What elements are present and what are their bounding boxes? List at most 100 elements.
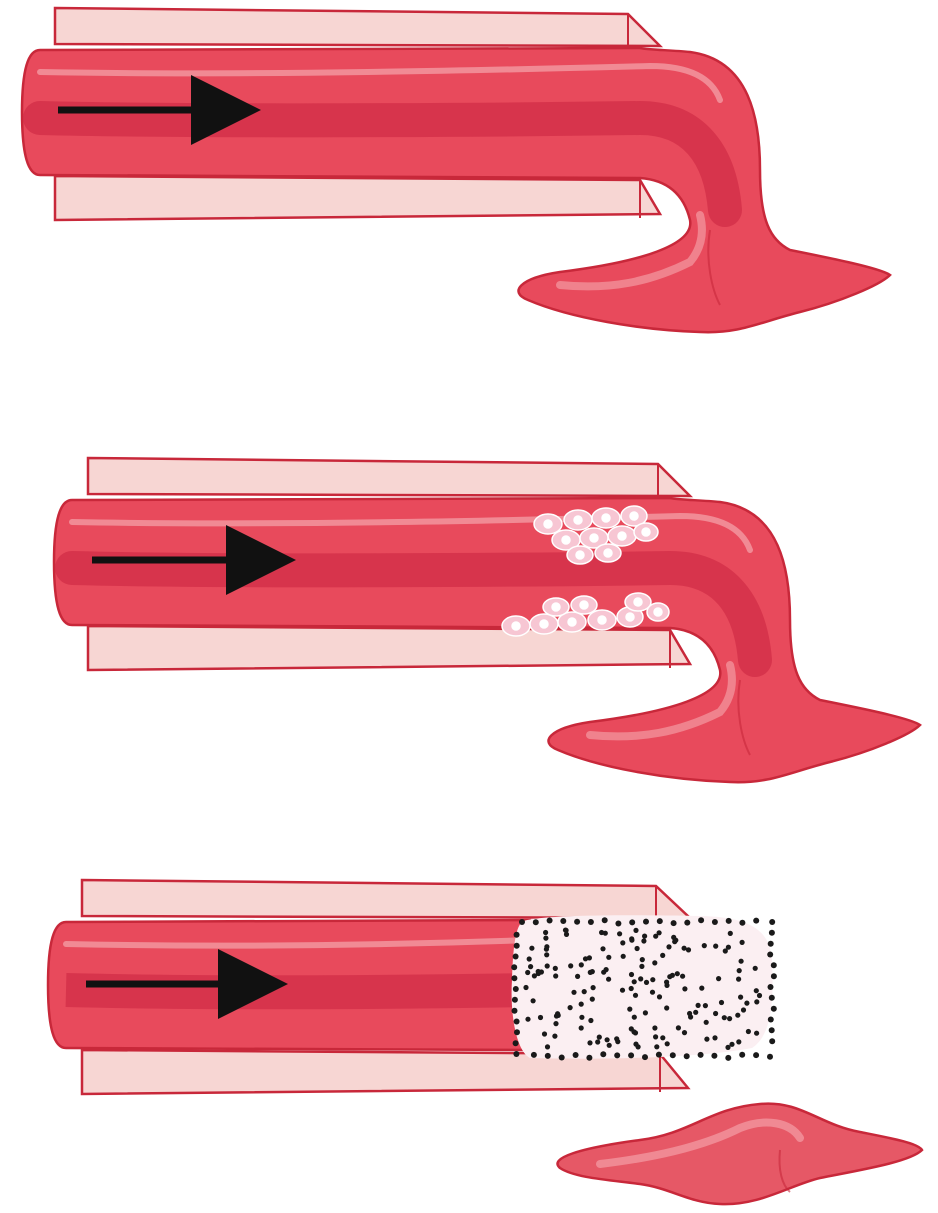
embolus-dot (684, 1053, 690, 1059)
embolus-dot (738, 995, 743, 1000)
embolus-dot (573, 1052, 579, 1058)
embolus-dot (687, 1011, 692, 1016)
embolus-dot (670, 973, 675, 978)
embolus-dot (671, 935, 676, 940)
embolus-dot (633, 928, 638, 933)
embolus-dot (568, 963, 573, 968)
embolus-dot (657, 994, 662, 999)
embolus-dot (712, 919, 718, 925)
embolus-dot (664, 983, 669, 988)
embolus-dot (654, 1044, 659, 1049)
embolus-dot (586, 1055, 592, 1061)
embolus-dot (754, 988, 759, 993)
embolus-dot (512, 997, 518, 1003)
embolus-dot (559, 1055, 565, 1061)
embolus-dot (590, 969, 595, 974)
embolus-dot (564, 928, 569, 933)
embolus-dot (769, 995, 775, 1001)
embolus-dot (588, 919, 594, 925)
embolus-dot (633, 993, 638, 998)
embolus-dot (736, 977, 741, 982)
embolus-dot (629, 986, 634, 991)
embolus-dot (643, 1010, 648, 1015)
embolus-dot (753, 966, 758, 971)
embolus-dot (676, 1025, 681, 1030)
embolus-dot (568, 1005, 573, 1010)
embolus-dot (675, 971, 680, 976)
embolus-dot (725, 1055, 731, 1061)
embolus-dot (757, 993, 762, 998)
embolus-dot (579, 1002, 584, 1007)
embolus-dot (716, 976, 721, 981)
embolus-dot (631, 1029, 636, 1034)
embolus-dot (629, 972, 634, 977)
embolus-dot (545, 1044, 550, 1049)
embolus-dot (575, 974, 580, 979)
embolus-dot (719, 1000, 724, 1005)
embolus-dot (771, 962, 777, 968)
embolus-dot (767, 952, 773, 958)
embolus-dot (531, 1052, 537, 1058)
embolus-dot (587, 1040, 592, 1045)
embolus-dot (650, 977, 655, 982)
embolus-dot (711, 1053, 717, 1059)
embolus-dot (704, 1037, 709, 1042)
embolus-dot (768, 941, 774, 947)
embolus-dot (744, 1001, 749, 1006)
embolus-dot (652, 960, 657, 965)
embolus-dot (635, 946, 640, 951)
embolus-dot (653, 1034, 658, 1039)
embolus-dot (640, 957, 645, 962)
embolus-dot (642, 934, 647, 939)
panel-plaque-vessel (54, 458, 920, 782)
embolus-dot (746, 1029, 751, 1034)
embolus-dot (607, 1043, 612, 1048)
embolus-dot (703, 1003, 708, 1008)
embolus-dot (768, 984, 774, 990)
vessel-wall-upper (88, 458, 690, 498)
embolus-dot (650, 990, 655, 995)
embolus-dot (666, 944, 671, 949)
embolus-dot (641, 938, 646, 943)
panel-embolus-vessel (48, 880, 922, 1204)
embolus-dot (671, 920, 677, 926)
embolus-dot (753, 1052, 759, 1058)
embolus-dot (543, 930, 548, 935)
embolus-dot (653, 934, 658, 939)
embolus-dot (726, 918, 732, 924)
embolus-dot (728, 931, 733, 936)
embolus-dot (514, 932, 520, 938)
embolus-dot (615, 921, 621, 927)
embolus-dot (531, 998, 536, 1003)
embolus-dot (511, 964, 517, 970)
embolus-dot (693, 1010, 698, 1015)
embolus-dot (544, 952, 549, 957)
embolus-dot (737, 968, 742, 973)
vessel-wall-lower (55, 176, 660, 220)
embolus-dot (514, 943, 520, 949)
embolus-dot (740, 940, 745, 945)
embolus-dot (579, 962, 584, 967)
embolus-dot (682, 1030, 687, 1035)
embolus-dot (753, 918, 759, 924)
embolus-dot (544, 944, 549, 949)
embolus-dot (754, 1031, 759, 1036)
embolus-dot (555, 1011, 560, 1016)
embolus-dot (523, 985, 528, 990)
embolus-dot (621, 954, 626, 959)
embolus-dot (739, 1052, 745, 1058)
embolus-dot (571, 990, 576, 995)
embolus-dot (767, 1054, 773, 1060)
embolus-dot (513, 954, 519, 960)
embolus-dot (736, 1039, 741, 1044)
embolus-dot (545, 1053, 551, 1059)
embolus-dot (595, 1039, 600, 1044)
embolus-dot (699, 986, 704, 991)
embolus-dot (642, 1054, 648, 1060)
vessel-wall-upper (82, 880, 690, 920)
embolus-dot (513, 1051, 519, 1057)
embolus-dot (597, 1035, 602, 1040)
embolus-dot (628, 1052, 634, 1058)
embolus-dot (591, 985, 596, 990)
embolus-dot (617, 931, 622, 936)
